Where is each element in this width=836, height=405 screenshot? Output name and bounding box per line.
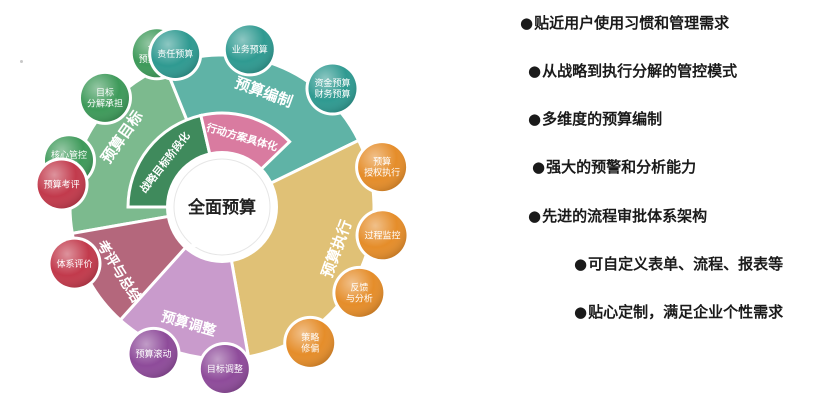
- center-disc: [173, 158, 271, 256]
- bullet-icon: ●: [528, 62, 542, 80]
- bubble-shade: [225, 25, 274, 74]
- bubble-shade: [286, 318, 335, 367]
- bubble-shade: [358, 211, 407, 260]
- feature-item: ●可自定义表单、流程、报表等: [574, 253, 783, 274]
- bullet-icon: ●: [528, 110, 542, 128]
- feature-text: 从战略到执行分解的管控模式: [542, 62, 738, 80]
- bubble-label: 反馈与分析: [346, 281, 373, 304]
- feature-text: 先进的流程审批体系架构: [542, 207, 708, 225]
- bubble-label: 资金预算财务预算: [314, 77, 350, 100]
- budget-cycle-diagram: 全面预算 预算目标预算编制预算执行预算调整考评与总结 战略目标阶段化行动方案具体…: [37, 25, 407, 393]
- cycle-arrow-icon: [190, 239, 198, 247]
- bubble-label: 业务预算: [232, 44, 268, 56]
- bubble-shade: [151, 29, 200, 78]
- feature-text: 贴心定制，满足企业个性需求: [588, 303, 784, 321]
- bullet-icon: ●: [532, 158, 546, 176]
- feature-text: 强大的预警和分析能力: [546, 158, 697, 176]
- feature-text: 多维度的预算编制: [542, 110, 663, 128]
- feature-item: ●先进的流程审批体系架构: [528, 205, 707, 226]
- feature-item: ●多维度的预算编制: [528, 108, 662, 129]
- bubble-label: 预算授权执行: [364, 156, 400, 179]
- bubble-label: 目标分解承担: [87, 87, 123, 110]
- feature-text: 可自定义表单、流程、报表等: [588, 255, 784, 273]
- bubble-shade: [129, 329, 178, 378]
- bubble-shade: [200, 344, 249, 393]
- bubble-shade: [37, 160, 86, 209]
- bubble-label: 预算考评: [44, 179, 80, 191]
- bubble-label: 体系评价: [56, 258, 92, 270]
- bullet-icon: ●: [574, 303, 588, 321]
- bubble-shade: [80, 73, 129, 122]
- bubble-shade: [358, 143, 407, 192]
- bullet-icon: ●: [574, 255, 588, 273]
- bubble-shade: [50, 239, 99, 288]
- bubble-shade: [335, 268, 384, 317]
- decorative-dot: [20, 60, 23, 63]
- bubble-shade: [308, 64, 357, 113]
- cycle-svg: 全面预算 预算目标预算编制预算执行预算调整考评与总结 战略目标阶段化行动方案具体…: [37, 25, 407, 393]
- bubble-label: 过程监控: [365, 229, 401, 241]
- feature-text: 贴近用户使用习惯和管理需求: [534, 14, 730, 32]
- feature-item: ●强大的预警和分析能力: [532, 156, 696, 177]
- bubble-label: 责任预算: [157, 48, 193, 60]
- center-label: 全面预算: [187, 197, 256, 218]
- bubble-label: 目标调整: [207, 363, 243, 375]
- feature-item: ●贴心定制，满足企业个性需求: [574, 301, 783, 322]
- bubble-label: 策略修偏: [301, 332, 319, 355]
- feature-item: ●从战略到执行分解的管控模式: [528, 60, 737, 81]
- bullet-icon: ●: [520, 14, 534, 32]
- bubble-label: 预算滚动: [136, 348, 172, 360]
- feature-item: ●贴近用户使用习惯和管理需求: [520, 12, 729, 33]
- bullet-icon: ●: [528, 207, 542, 225]
